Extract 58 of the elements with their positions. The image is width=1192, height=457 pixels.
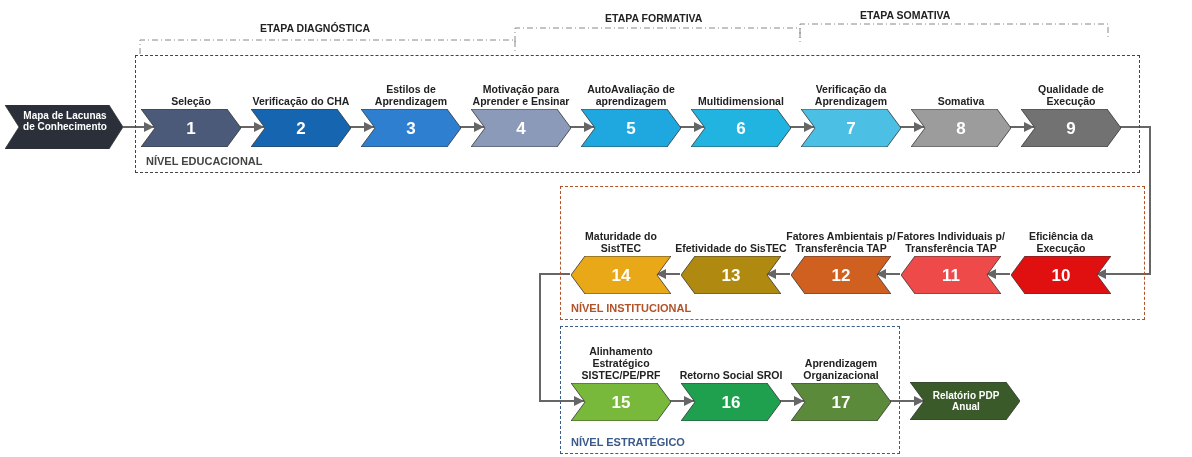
step-caption: Qualidade de Execução — [1037, 83, 1105, 107]
step-number: 15 — [610, 394, 632, 411]
step-caption: Verificação do CHA — [252, 95, 350, 107]
arrow — [779, 396, 805, 406]
step-text: Mapa de Lacunas de Conhecimento — [23, 110, 107, 132]
step-caption: Fatores Ambientais p/ Transferência TAP — [786, 230, 897, 254]
step-caption: Motivação para Aprender e Ensinar — [471, 83, 571, 107]
step-caption: Eficiência da Execução — [1027, 230, 1095, 254]
arrow — [889, 396, 925, 406]
step-number: 12 — [830, 267, 852, 284]
step-number: 16 — [720, 394, 742, 411]
stage-heading: ETAPA FORMATIVA — [605, 12, 703, 24]
arrow — [679, 122, 705, 132]
arrow — [899, 122, 925, 132]
step-caption: Efetividade do SisTEC — [675, 242, 787, 254]
step-number: 17 — [830, 394, 852, 411]
step-caption: Aprendizagem Organizacional — [802, 357, 880, 381]
arrow — [349, 122, 375, 132]
step-number: 1 — [185, 120, 197, 137]
step-number: 14 — [610, 267, 632, 284]
dashed-frame — [560, 326, 900, 454]
dashed-frame — [560, 186, 1145, 320]
arrow — [1009, 122, 1035, 132]
level-label: NÍVEL INSTITUCIONAL — [571, 302, 692, 314]
level-label: NÍVEL ESTRATÉGICO — [571, 436, 685, 448]
step-caption: Seleção — [171, 95, 211, 107]
step-number: 4 — [515, 120, 527, 137]
step-number: 11 — [941, 267, 961, 284]
step-caption: Fatores Individuais p/ Transferência TAP — [896, 230, 1006, 254]
arrow — [122, 122, 155, 132]
arrow — [569, 122, 595, 132]
stage-heading: ETAPA SOMATIVA — [860, 9, 951, 21]
step-number: 10 — [1050, 267, 1072, 284]
arrow — [239, 122, 265, 132]
step-number: 9 — [1065, 120, 1077, 137]
step-caption: Alinhamento Estratégico SISTEC/PE/PRF — [580, 345, 662, 381]
dashed-frame — [135, 55, 1140, 173]
step-number: 13 — [720, 267, 742, 284]
arrow — [459, 122, 485, 132]
step-caption: Retorno Social SROI — [679, 369, 783, 381]
stage-heading: ETAPA DIAGNÓSTICA — [260, 22, 371, 34]
step-caption: Verificação da Aprendizagem — [813, 83, 889, 107]
step-text: Relatório PDP Anual — [931, 390, 1001, 412]
arrow — [669, 396, 695, 406]
step-caption: Maturidade do SistTEC — [584, 230, 658, 254]
step-number: 7 — [845, 120, 857, 137]
step-number: 2 — [295, 120, 307, 137]
step-number: 6 — [735, 120, 747, 137]
step-caption: Somativa — [937, 95, 985, 107]
step-caption: AutoAvaliação de aprendizagem — [586, 83, 676, 107]
step-caption: Estilos de Aprendizagem — [373, 83, 449, 107]
step-number: 8 — [955, 120, 967, 137]
step-caption: Multidimensional — [698, 95, 784, 107]
step-number: 3 — [405, 120, 417, 137]
arrow — [789, 122, 815, 132]
arrow — [539, 273, 585, 406]
step-number: 5 — [625, 120, 637, 137]
level-label: NÍVEL EDUCACIONAL — [146, 155, 263, 167]
